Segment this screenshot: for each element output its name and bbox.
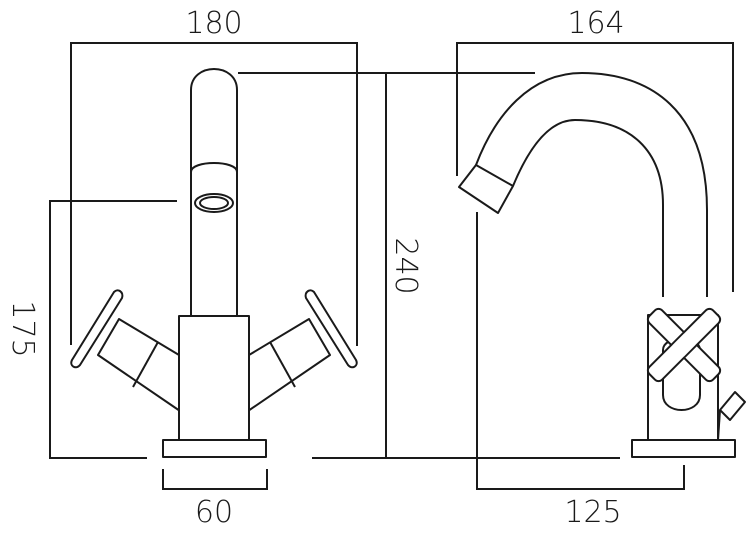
left-crosshead [70, 289, 124, 369]
front-spout [190, 68, 238, 316]
dim-180-lines [70, 42, 358, 346]
dim-label-180: 180 [185, 6, 242, 41]
side-view-tap [458, 71, 746, 458]
spout-nozzle [458, 164, 514, 214]
left-lever [97, 318, 186, 412]
dim-label-175: 175 [5, 300, 40, 357]
dim-label-240: 240 [388, 237, 423, 294]
front-body [178, 315, 250, 441]
front-base-plate [162, 439, 267, 458]
dim-label-164: 164 [567, 6, 624, 41]
dim-164-lines [456, 42, 734, 292]
right-crosshead [304, 289, 358, 369]
cross-handle [646, 307, 722, 383]
dim-label-125: 125 [564, 495, 621, 530]
side-base-plate [631, 439, 736, 458]
dim-125-lines [476, 212, 685, 490]
dim-60-lines [162, 469, 268, 490]
front-view-tap [70, 68, 358, 458]
dim-240-lines [238, 72, 535, 458]
spout-outer [475, 71, 708, 297]
right-lever [242, 318, 331, 412]
dim-175-lines [49, 200, 620, 459]
dim-label-60: 60 [195, 495, 233, 530]
pop-up-lever [719, 391, 746, 421]
